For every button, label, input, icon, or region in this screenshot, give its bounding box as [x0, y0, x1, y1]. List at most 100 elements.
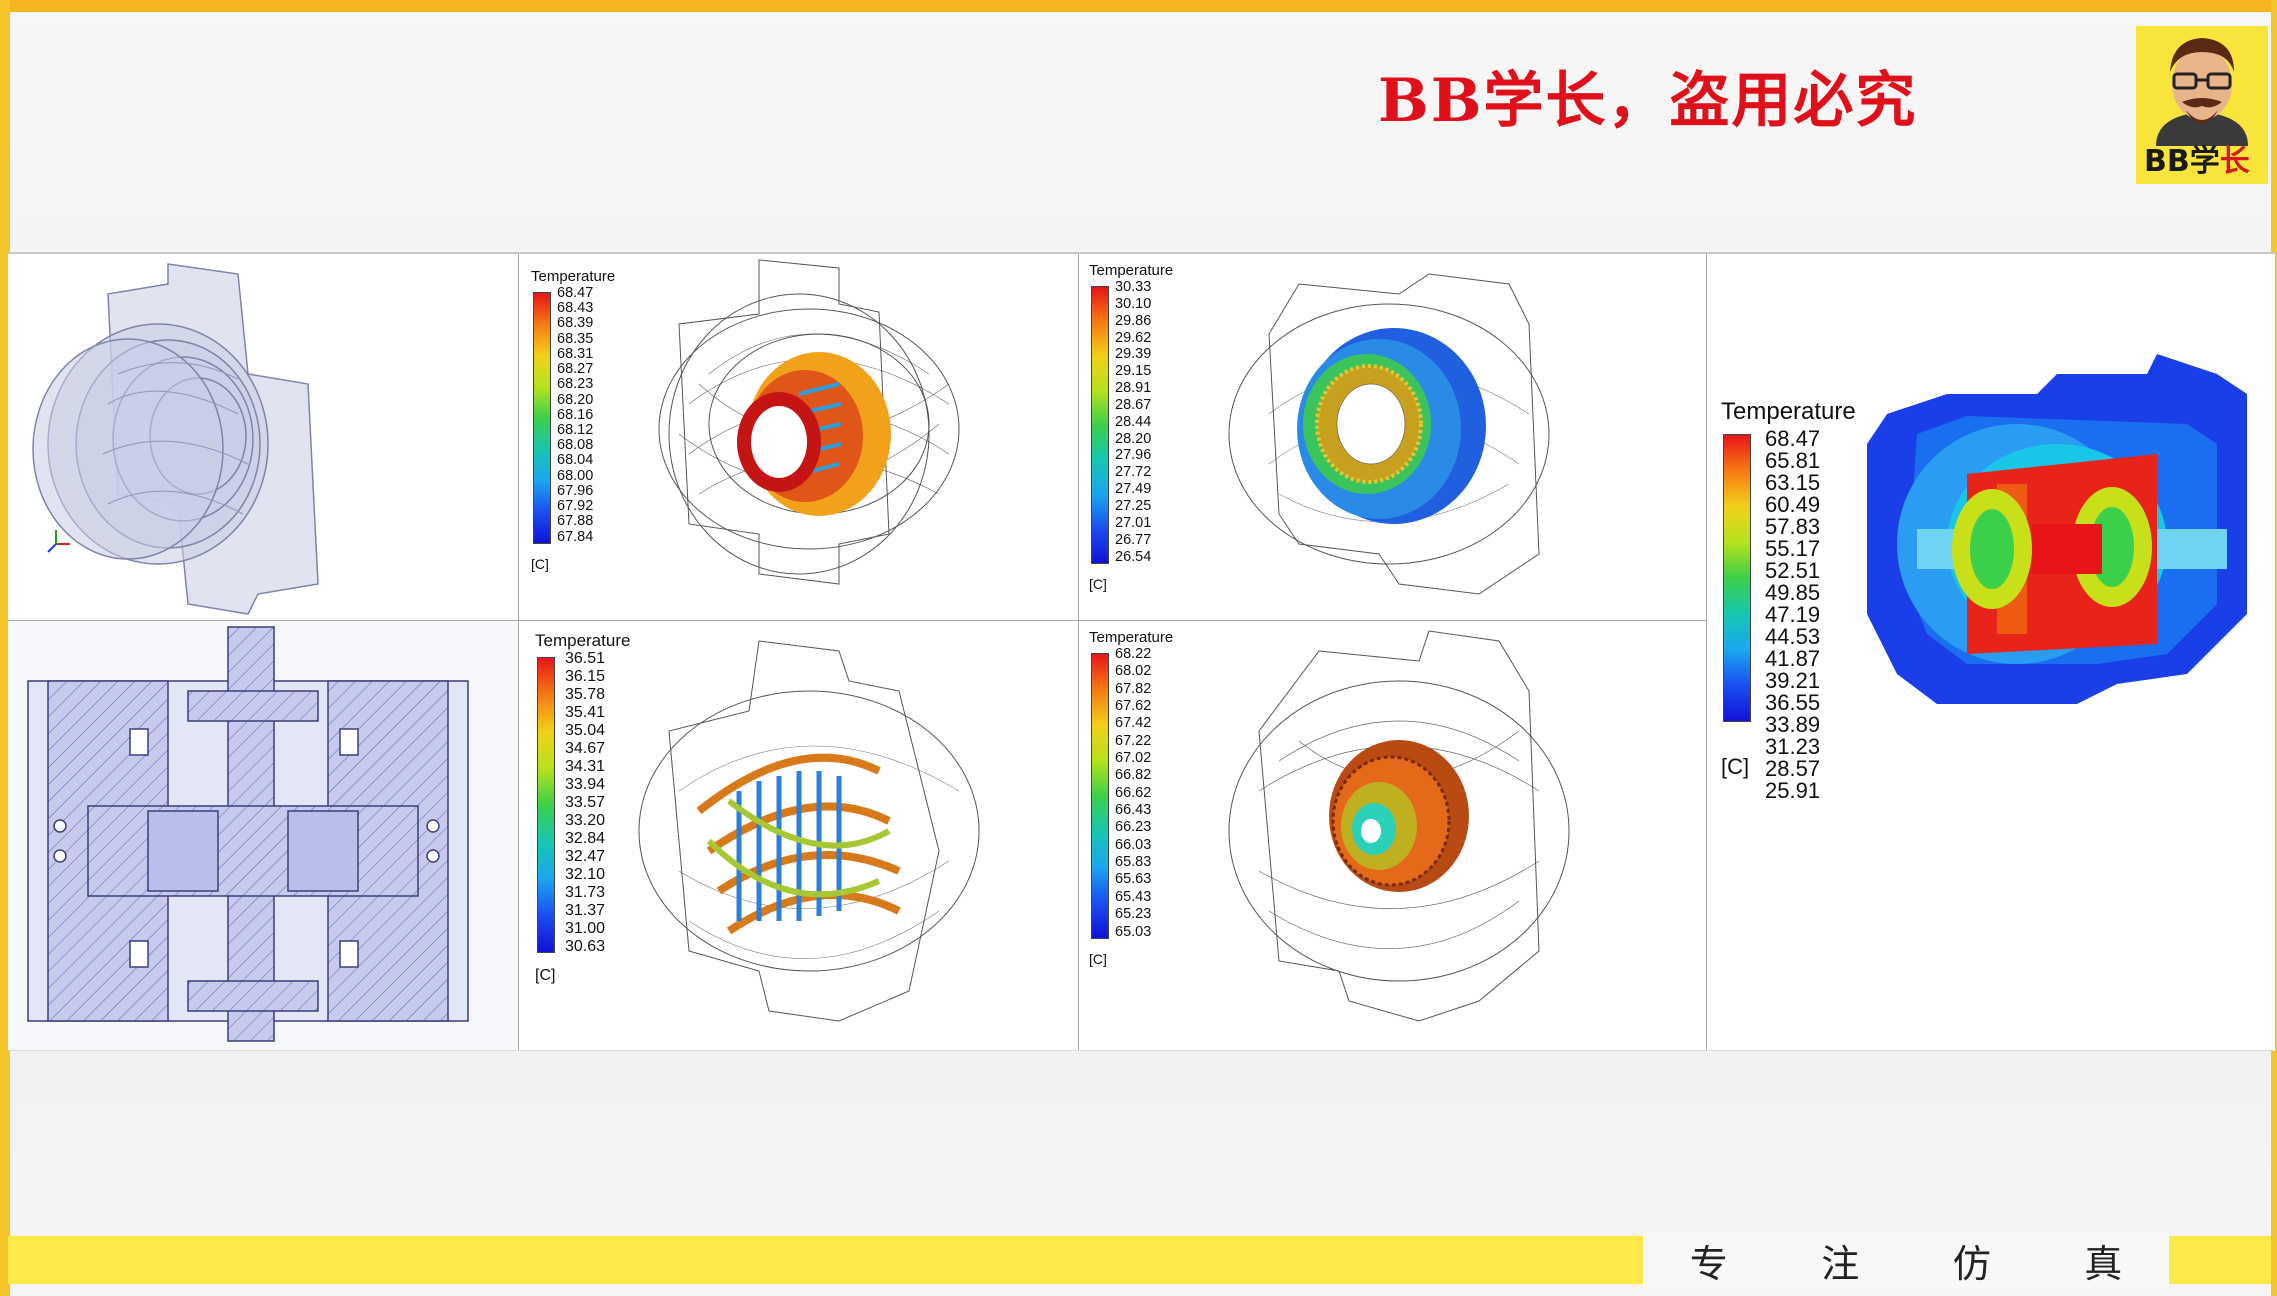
legend-tick-label: 29.39 — [1115, 346, 1152, 363]
legend-unit: [C] — [1721, 754, 1750, 779]
legend-tick-label: 60.49 — [1765, 492, 1821, 517]
legend-tick-label: 31.00 — [565, 920, 606, 937]
cartoon-avatar-icon — [2156, 38, 2248, 146]
legend-tick-label: 28.20 — [1115, 430, 1152, 447]
legend-tick-label: 66.62 — [1115, 784, 1152, 801]
legend-tick-label: 67.88 — [557, 513, 594, 530]
grid-divider — [1078, 254, 1079, 1050]
legend-tick-label: 27.49 — [1115, 481, 1152, 498]
legend-color-bar — [537, 657, 555, 953]
motor-cross-section-drawing — [8, 621, 518, 1050]
legend-tick-label: 57.83 — [1765, 514, 1821, 539]
legend-tick-label: 47.19 — [1765, 602, 1821, 627]
legend-tick-label: 33.57 — [565, 794, 606, 811]
legend-tick-label: 67.84 — [557, 528, 594, 545]
legend-tick-label: 66.82 — [1115, 767, 1152, 784]
legend-tick-label: 28.57 — [1765, 756, 1821, 781]
legend-tick-label: 27.25 — [1115, 497, 1152, 514]
legend-tick-label: 68.08 — [557, 437, 594, 454]
legend-title: Temperature — [1089, 262, 1174, 279]
legend-tick-label: 67.96 — [557, 482, 594, 499]
legend-tick-label: 49.85 — [1765, 580, 1821, 605]
legend-tick-label: 68.02 — [1115, 663, 1152, 680]
legend-tick-label: 65.23 — [1115, 906, 1152, 923]
legend-tick-label: 28.91 — [1115, 380, 1152, 397]
legend-tick-label: 36.15 — [565, 668, 606, 685]
legend-color-bar — [1091, 653, 1109, 939]
legend-tick-label: 63.15 — [1765, 470, 1821, 495]
legend-tick-label: 27.01 — [1115, 514, 1152, 531]
legend-tick-label: 66.03 — [1115, 836, 1152, 853]
legend-tick-label: 29.86 — [1115, 312, 1152, 329]
legend-title: Temperature — [1721, 398, 1856, 425]
legend-tick-label: 36.55 — [1765, 690, 1821, 715]
legend-tick-label: 36.51 — [565, 650, 606, 667]
legend-tick-label: 67.82 — [1115, 680, 1152, 697]
legend-tick-label: 68.20 — [557, 391, 594, 408]
legend-tick-label: 32.84 — [565, 830, 606, 847]
legend-tick-label: 26.77 — [1115, 531, 1152, 548]
legend-tick-label: 26.54 — [1115, 548, 1152, 565]
logo-text-main: BB学 — [2144, 144, 2220, 179]
legend-tick-label: 68.39 — [557, 315, 594, 332]
slogan-char: 注 — [1821, 1241, 1860, 1286]
legend-tick-label: 35.78 — [565, 686, 606, 703]
legend-tick-label: 67.02 — [1115, 750, 1152, 767]
stator-core-model-image — [1228, 273, 1550, 595]
legend-unit: [C] — [531, 556, 549, 572]
legend-title: Temperature — [531, 268, 616, 285]
logo-text-accent: 长 — [2219, 144, 2250, 179]
slogan-box: 专 注 仿 真 — [1643, 1232, 2169, 1288]
legend-tick-label: 32.10 — [565, 866, 606, 883]
legend-tick-label: 30.33 — [1115, 279, 1152, 295]
legend-color-bar — [1723, 434, 1751, 722]
top-border — [0, 0, 2277, 12]
legend-tick-label: 39.21 — [1765, 668, 1821, 693]
legend-color-bar — [533, 292, 551, 544]
left-border — [0, 0, 10, 1296]
watermark-text: BB学长，盗用必究 — [1378, 66, 1918, 136]
legend-tick-label: 31.37 — [565, 902, 606, 919]
rotor-winding-model-image — [1228, 630, 1570, 1022]
legend-tick-label: 66.43 — [1115, 802, 1152, 819]
legend-unit: [C] — [535, 967, 556, 984]
legend-tick-label: 67.22 — [1115, 732, 1152, 749]
legend-tick-label: 35.04 — [565, 722, 606, 739]
legend-tick-label: 30.10 — [1115, 295, 1152, 312]
legend-tick-label: 25.91 — [1765, 778, 1821, 803]
motor-transparent-model-image — [32, 263, 319, 615]
slogan-char: 仿 — [1952, 1241, 1991, 1286]
legend-tick-label: 41.87 — [1765, 646, 1821, 671]
legend-tick-label: 68.47 — [557, 285, 594, 301]
legend-tick-label: 31.73 — [565, 884, 606, 901]
legend-tick-label: 65.63 — [1115, 871, 1152, 888]
end-winding-model-image — [638, 640, 980, 1022]
legend-color-bar — [1091, 286, 1109, 564]
slogan-char: 真 — [2084, 1241, 2123, 1286]
legend-tick-label: 65.83 — [1115, 854, 1152, 871]
grid-divider — [1706, 254, 1707, 1050]
legend-tick-label: 65.81 — [1765, 448, 1821, 473]
legend-tick-label: 27.72 — [1115, 464, 1152, 481]
grid-divider — [518, 254, 519, 1050]
legend-tick-label: 33.89 — [1765, 712, 1821, 737]
legend-title: Temperature — [535, 631, 631, 650]
legend-title: Temperature — [1089, 629, 1174, 646]
legend-tick-label: 27.96 — [1115, 447, 1152, 464]
legend-tick-label: 68.04 — [557, 452, 594, 469]
legend-tick-label: 68.27 — [557, 361, 594, 378]
legend-tick-label: 67.62 — [1115, 698, 1152, 715]
legend-tick-label: 29.15 — [1115, 363, 1152, 380]
legend-tick-label: 34.67 — [565, 740, 606, 757]
